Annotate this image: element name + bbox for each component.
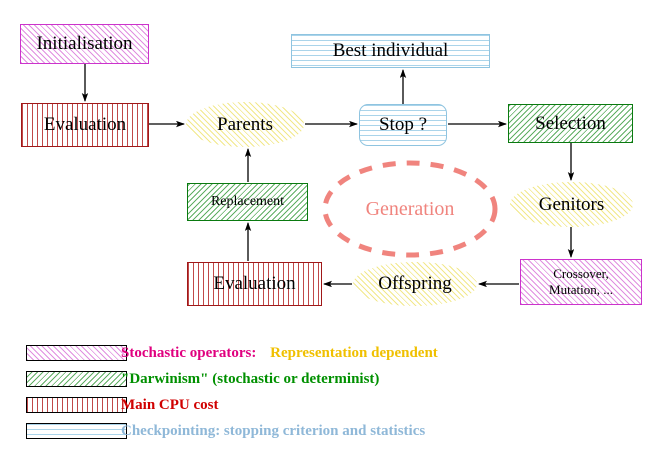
node-offspring-label: Offspring (378, 273, 452, 295)
node-parents-label: Parents (217, 113, 273, 135)
node-initialisation[interactable]: Initialisation (20, 24, 149, 64)
legend-row-checkpointing: Checkpointing: stopping criterion and st… (0, 418, 662, 444)
legend-label-stochastic-part1: Stochastic operators: (121, 344, 257, 361)
node-offspring[interactable]: Offspring (353, 262, 477, 306)
legend-label-cpu-cost: Main CPU cost (121, 396, 219, 413)
legend-swatch-red (26, 397, 127, 413)
node-crossover-line1: Crossover, (553, 265, 609, 281)
node-evaluation-top[interactable]: Evaluation (21, 103, 149, 147)
legend-label-checkpointing: Checkpointing: stopping criterion and st… (121, 422, 426, 439)
legend-swatch-blue (26, 423, 127, 439)
node-generation: Generation (325, 163, 495, 256)
legend-label-stochastic: Stochastic operators: Representation dep… (121, 345, 438, 362)
node-selection-label: Selection (535, 112, 606, 134)
node-parents[interactable]: Parents (186, 102, 304, 147)
node-evaluation-bottom-label: Evaluation (213, 273, 296, 295)
node-generation-label: Generation (365, 198, 455, 220)
node-initialisation-label: Initialisation (36, 33, 133, 55)
legend-label-darwinism: "Darwinism" (stochastic or determinist) (121, 370, 380, 387)
node-crossover-line2: Mutation, ... (549, 282, 613, 297)
legend-swatch-green (26, 371, 127, 387)
node-evaluation-bottom[interactable]: Evaluation (187, 262, 322, 306)
node-genitors[interactable]: Genitors (510, 182, 633, 227)
legend: Stochastic operators: Representation dep… (0, 340, 662, 444)
node-evaluation-top-label: Evaluation (43, 114, 127, 136)
node-replacement-label: Replacement (210, 193, 285, 209)
node-best-individual[interactable]: Best individual (291, 34, 490, 68)
node-best-individual-label: Best individual (332, 40, 449, 62)
legend-swatch-magenta (26, 345, 127, 361)
legend-label-stochastic-part2: Representation dependent (270, 344, 438, 361)
legend-row-stochastic: Stochastic operators: Representation dep… (0, 340, 662, 366)
legend-row-cpu-cost: Main CPU cost (0, 392, 662, 418)
legend-row-darwinism: "Darwinism" (stochastic or determinist) (0, 366, 662, 392)
node-genitors-label: Genitors (538, 193, 605, 215)
node-stop-label: Stop ? (378, 114, 428, 136)
generation-dashed-ellipse (322, 160, 498, 258)
node-selection[interactable]: Selection (508, 104, 633, 143)
node-crossover-mutation[interactable]: Crossover, Mutation, ... (520, 259, 642, 305)
node-replacement[interactable]: Replacement (187, 183, 308, 221)
node-stop[interactable]: Stop ? (359, 104, 447, 146)
